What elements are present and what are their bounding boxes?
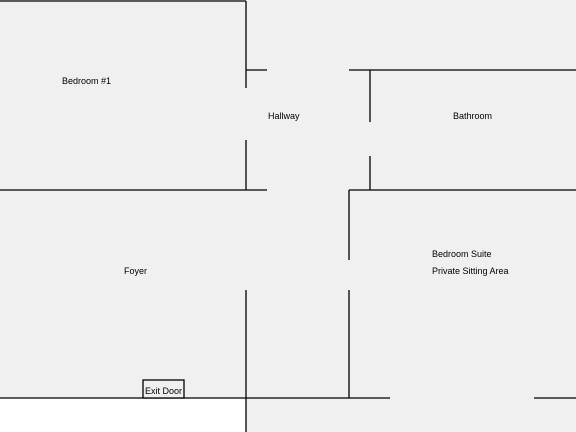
suite-name-label: Bedroom Suite (432, 249, 492, 259)
exit-door-label: Exit Door (145, 386, 182, 396)
bedroom1-label: Bedroom #1 (62, 76, 111, 86)
floor-main (0, 0, 576, 398)
foyer-label: Foyer (124, 266, 147, 276)
floor-lower-annex (246, 398, 576, 432)
exit-door-box (142, 379, 185, 399)
suite-area-label: Private Sitting Area (432, 266, 509, 276)
hallway-label: Hallway (268, 111, 300, 121)
outside-area (0, 398, 246, 432)
bathroom-label: Bathroom (453, 111, 492, 121)
